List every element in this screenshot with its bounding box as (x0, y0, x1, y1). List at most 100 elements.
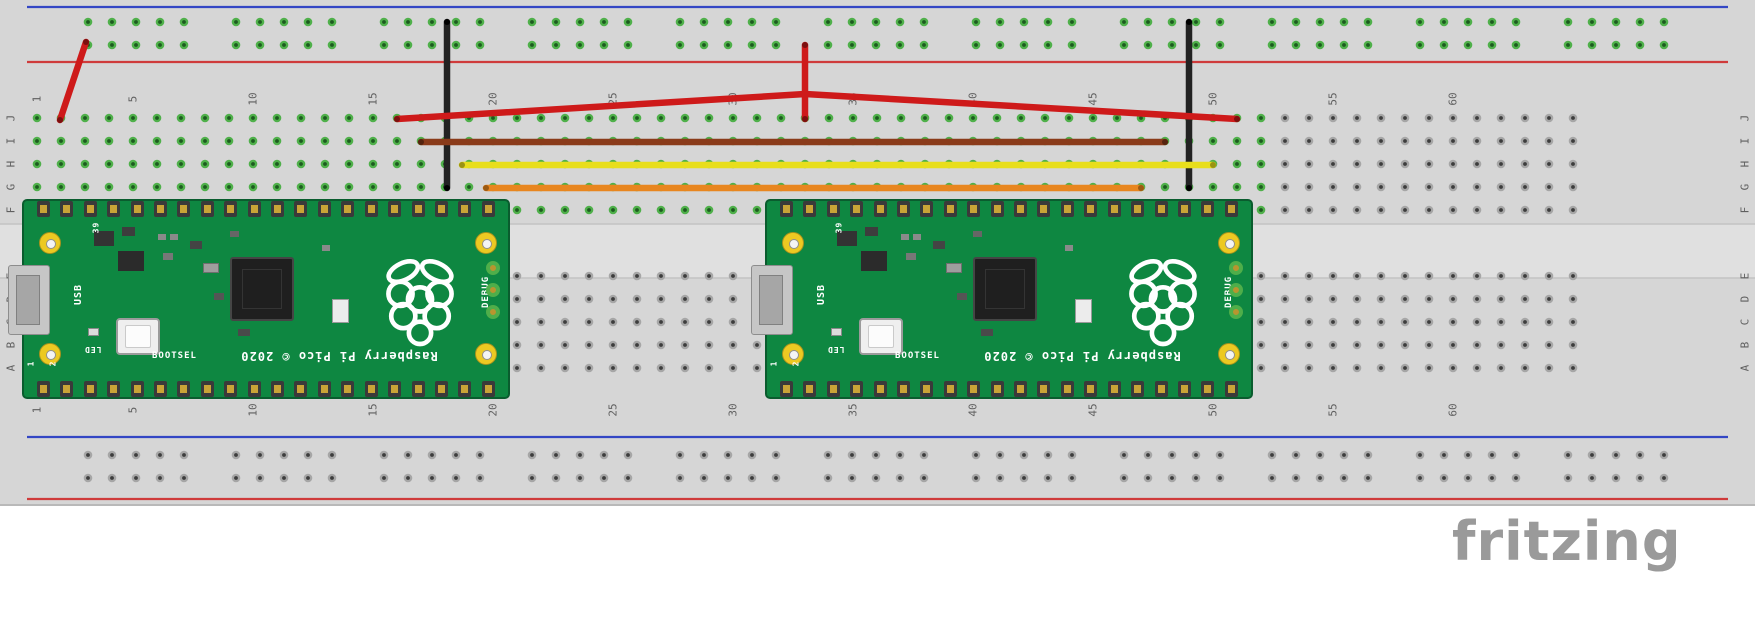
pico-pin (200, 201, 214, 217)
svg-text:20: 20 (487, 92, 500, 105)
pico-top-pin-row (37, 201, 495, 217)
svg-text:45: 45 (1087, 403, 1100, 416)
smd-component (118, 251, 144, 271)
pico-board-2[interactable]: USB 39 1 2 LED BOOTSEL Raspberry Pi (751, 199, 1253, 399)
pico-pin (990, 201, 1004, 217)
pin-1-label: 1 (26, 360, 36, 367)
pico-pin (83, 201, 97, 217)
fritzing-logo: fritzing (1452, 510, 1682, 573)
pico-pin (130, 201, 144, 217)
pin-39-label: 39 (834, 221, 844, 234)
pico-pin (177, 381, 191, 397)
pico-pin (850, 381, 864, 397)
rp2040-chip (973, 257, 1037, 321)
svg-text:15: 15 (367, 403, 380, 416)
debug-pins (486, 261, 500, 319)
smd-component (203, 263, 219, 273)
pin-39-label: 39 (91, 221, 101, 234)
svg-text:B: B (5, 341, 18, 348)
pin-1-label: 1 (769, 360, 779, 367)
pico-pin (364, 381, 378, 397)
smd-component (946, 263, 962, 273)
pico-bottom-pin-row (37, 381, 495, 397)
pico-board-1[interactable]: USB 39 1 2 LED BOOTSEL Raspberry Pi (8, 199, 510, 399)
micro-usb-connector (8, 265, 50, 335)
pico-pin (224, 201, 238, 217)
smd-component (230, 231, 239, 237)
pico-pin (247, 381, 261, 397)
bootsel-label: BOOTSEL (152, 351, 197, 361)
mount-hole-icon (1218, 343, 1240, 365)
led-label: LED (827, 345, 845, 354)
bootsel-button[interactable] (859, 318, 903, 355)
mount-hole-icon (1218, 232, 1240, 254)
svg-text:60: 60 (1447, 92, 1460, 105)
power-rail-holes (83, 17, 1669, 483)
bootsel-button[interactable] (116, 318, 160, 355)
pico-pin (990, 381, 1004, 397)
pico-pin (1014, 201, 1028, 217)
pico-pin (803, 381, 817, 397)
svg-text:I: I (1739, 138, 1752, 145)
pico-pin (411, 201, 425, 217)
pico-pin (943, 201, 957, 217)
pico-pin (1014, 381, 1028, 397)
debug-pins (1229, 261, 1243, 319)
pico-pin (107, 381, 121, 397)
smd-component (163, 253, 173, 260)
svg-text:A: A (1739, 364, 1752, 371)
pico-pin (271, 381, 285, 397)
pico-pin (224, 381, 238, 397)
smd-component (913, 234, 921, 240)
smd-component (190, 241, 202, 249)
pico-pin (200, 381, 214, 397)
svg-text:10: 10 (247, 92, 260, 105)
mount-hole-icon (39, 232, 61, 254)
pico-pin (37, 201, 50, 217)
usb-label: USB (816, 283, 828, 306)
smd-component (170, 234, 178, 240)
pico-pin (364, 201, 378, 217)
svg-text:1: 1 (31, 96, 44, 103)
pico-pin (850, 201, 864, 217)
pico-pin (107, 201, 121, 217)
pico-pin (388, 381, 402, 397)
pico-pin (873, 381, 887, 397)
pico-pin (434, 201, 448, 217)
pico-pin (154, 381, 168, 397)
pico-pin (411, 381, 425, 397)
svg-text:J: J (1739, 115, 1752, 122)
pico-pin (458, 381, 472, 397)
pico-pin (177, 201, 191, 217)
pico-pin (967, 201, 981, 217)
svg-text:40: 40 (967, 403, 980, 416)
svg-text:5: 5 (127, 96, 140, 103)
smd-component (122, 227, 135, 236)
smd-component (973, 231, 982, 237)
pico-pin (294, 201, 308, 217)
pico-pin (60, 201, 74, 217)
debug-pin-icon (486, 305, 500, 319)
raspberry-pi-logo-icon (386, 259, 454, 347)
pico-pin (481, 381, 495, 397)
smd-component (332, 299, 349, 323)
svg-text:A: A (5, 364, 18, 371)
pico-pin (1060, 201, 1074, 217)
pico-pin (83, 381, 97, 397)
smd-component (1075, 299, 1092, 323)
svg-text:D: D (1739, 296, 1752, 303)
usb-port-opening (16, 275, 40, 325)
svg-text:30: 30 (727, 403, 740, 416)
pico-pin (1107, 201, 1121, 217)
pico-pin (317, 381, 331, 397)
pico-pin (897, 201, 911, 217)
debug-pin-icon (486, 283, 500, 297)
mount-hole-icon (475, 232, 497, 254)
mount-hole-icon (782, 232, 804, 254)
svg-text:H: H (5, 161, 18, 168)
svg-text:40: 40 (967, 92, 980, 105)
svg-text:B: B (1739, 341, 1752, 348)
micro-usb-connector (751, 265, 793, 335)
led-label: LED (84, 345, 102, 354)
svg-text:G: G (5, 184, 18, 191)
